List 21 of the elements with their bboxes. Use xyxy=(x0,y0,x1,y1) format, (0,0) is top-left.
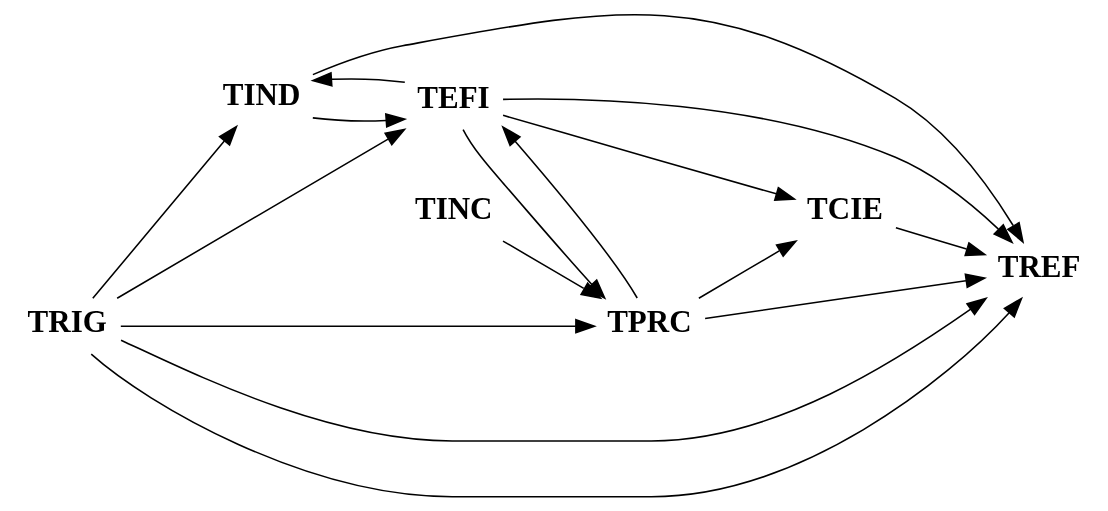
node-text: TINC xyxy=(414,191,493,227)
arrow xyxy=(894,227,987,257)
arrow xyxy=(311,112,407,129)
arrow xyxy=(501,240,602,300)
node-text: TCIE xyxy=(806,191,883,227)
arrow xyxy=(115,128,407,299)
node-text: TRIG xyxy=(27,304,107,340)
arrow xyxy=(703,273,987,320)
arrow xyxy=(119,318,597,334)
arrow xyxy=(89,296,1023,498)
arrow xyxy=(697,239,798,300)
arrow xyxy=(309,71,406,87)
arrow xyxy=(501,114,797,202)
arrow xyxy=(91,124,238,300)
arrow xyxy=(311,14,1024,245)
node-text: TIND xyxy=(222,76,300,112)
arrow xyxy=(119,297,988,442)
arrow xyxy=(501,98,1014,245)
node-text: TEFI xyxy=(416,79,490,115)
node-text: TREF xyxy=(997,248,1080,284)
node-text: TPRC xyxy=(606,304,692,340)
